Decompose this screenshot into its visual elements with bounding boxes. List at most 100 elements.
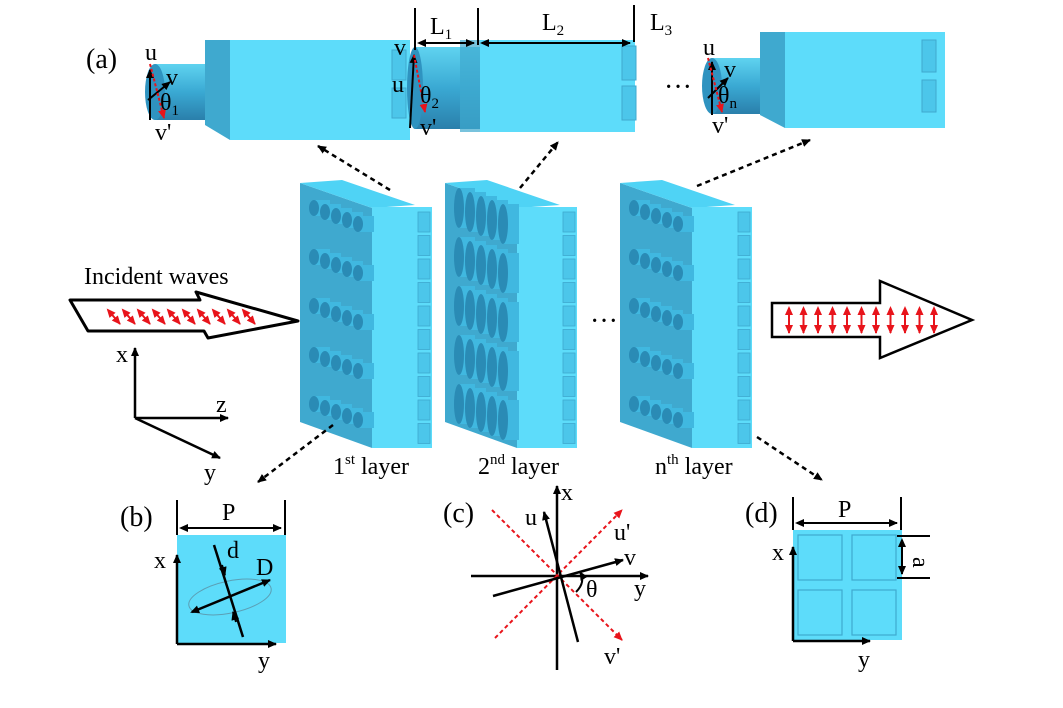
cylinder-end bbox=[629, 200, 639, 216]
cylinder-end bbox=[465, 290, 475, 330]
slot bbox=[417, 399, 431, 421]
slot bbox=[562, 376, 576, 397]
v-prime-label-n: v' bbox=[712, 113, 728, 139]
panel-b-label: (b) bbox=[120, 502, 153, 533]
axis-x-label-b: x bbox=[154, 548, 166, 574]
cylinder-end bbox=[651, 306, 661, 322]
slot bbox=[562, 235, 576, 256]
cylinder-end bbox=[465, 192, 475, 232]
cylinder-end bbox=[629, 249, 639, 265]
panel-a: (a) u v θ1 v' bbox=[86, 5, 945, 192]
cylinder-end bbox=[331, 306, 341, 322]
panel-d: (d) P a x y bbox=[745, 497, 933, 673]
cylinder-end bbox=[309, 396, 319, 412]
cylinder-end bbox=[476, 245, 486, 285]
connector-layern-to-panel-d bbox=[756, 435, 823, 482]
cylinder-end bbox=[651, 355, 661, 371]
slot bbox=[737, 235, 751, 256]
slot bbox=[562, 282, 576, 303]
cylinder-end bbox=[353, 314, 363, 330]
cylinder-end bbox=[662, 359, 672, 375]
cylinder-end bbox=[640, 204, 650, 220]
cylinder-end bbox=[673, 216, 683, 232]
cylinder-end bbox=[454, 335, 464, 375]
minor-axis-label: d bbox=[227, 538, 239, 564]
cylinder-end bbox=[342, 408, 352, 424]
cylinder-end bbox=[454, 384, 464, 424]
cylinder-end bbox=[342, 310, 352, 326]
layer-1 bbox=[300, 180, 432, 448]
cylinder-end bbox=[498, 400, 508, 440]
u-label-1: u bbox=[145, 40, 157, 66]
cylinder-end bbox=[651, 404, 661, 420]
axis-y-label-d: y bbox=[858, 647, 870, 673]
theta-label-n: θn bbox=[718, 83, 738, 112]
u-label-c: u bbox=[525, 505, 537, 531]
cylinder-end bbox=[465, 241, 475, 281]
cylinder-end bbox=[498, 253, 508, 293]
slot bbox=[562, 211, 576, 233]
slot bbox=[417, 282, 431, 303]
period-label-b: P bbox=[222, 500, 235, 526]
theta-label-1: θ1 bbox=[160, 90, 179, 119]
cylinder-end bbox=[353, 265, 363, 281]
slot bbox=[417, 305, 431, 327]
cylinder-end bbox=[320, 302, 330, 318]
slot bbox=[562, 352, 576, 374]
dim-L3: L3 bbox=[650, 10, 672, 39]
slot bbox=[417, 352, 431, 374]
cylinder-end bbox=[309, 347, 319, 363]
unit-cell-back-view bbox=[793, 530, 902, 640]
axis-x-label-c: x bbox=[561, 480, 573, 506]
cylinder-end bbox=[331, 257, 341, 273]
polarization-arrow bbox=[106, 308, 121, 325]
cylinder-end bbox=[353, 216, 363, 232]
cylinder-end bbox=[629, 347, 639, 363]
cylinder-end bbox=[640, 400, 650, 416]
cylinder-end bbox=[487, 249, 497, 289]
v-label-2: v bbox=[394, 35, 406, 61]
cylinder-end bbox=[320, 351, 330, 367]
u-label-2: u bbox=[392, 72, 404, 98]
ellipsis-a: ··· bbox=[664, 72, 692, 103]
cylinder-end bbox=[673, 363, 683, 379]
theta-label-2: θ2 bbox=[420, 83, 439, 112]
cylinder-end bbox=[662, 310, 672, 326]
transmitted-arrow bbox=[770, 279, 976, 360]
cylinder-end bbox=[662, 261, 672, 277]
dim-L1: L1 bbox=[430, 14, 452, 43]
slot bbox=[737, 399, 751, 421]
block-1-slots bbox=[391, 49, 407, 119]
cylinder-end bbox=[476, 196, 486, 236]
cylinder-end bbox=[353, 412, 363, 428]
slot bbox=[417, 258, 431, 280]
slot bbox=[737, 211, 751, 233]
cylinder-end bbox=[476, 343, 486, 383]
panel-b: (b) P d D x y bbox=[120, 500, 286, 674]
layer-top-face bbox=[300, 180, 415, 208]
slot bbox=[562, 329, 576, 350]
cylinder-end bbox=[309, 249, 319, 265]
cylinder-end bbox=[629, 396, 639, 412]
cylinder-end bbox=[498, 351, 508, 391]
connector-layer2-to-unit2 bbox=[519, 141, 559, 189]
cylinder-end bbox=[629, 298, 639, 314]
cylinder-end bbox=[640, 302, 650, 318]
slot bbox=[562, 423, 576, 444]
polarization-arrow bbox=[241, 308, 256, 325]
panel-c-label: (c) bbox=[443, 498, 474, 529]
coord-x-label: x bbox=[116, 342, 128, 368]
polarization-arrow bbox=[226, 308, 241, 325]
y-axis-arrow bbox=[134, 416, 221, 460]
block-1-side bbox=[205, 40, 230, 140]
block-2-slots bbox=[621, 45, 637, 121]
polarization-arrow bbox=[151, 308, 166, 325]
v-prime-label-c: v' bbox=[604, 644, 620, 670]
cylinder-end bbox=[673, 412, 683, 428]
slot bbox=[737, 376, 751, 397]
layer-n bbox=[620, 180, 752, 448]
slot bbox=[417, 211, 431, 233]
theta-arc bbox=[575, 571, 588, 593]
v-label-n: v bbox=[724, 57, 736, 83]
cylinder-end bbox=[487, 298, 497, 338]
